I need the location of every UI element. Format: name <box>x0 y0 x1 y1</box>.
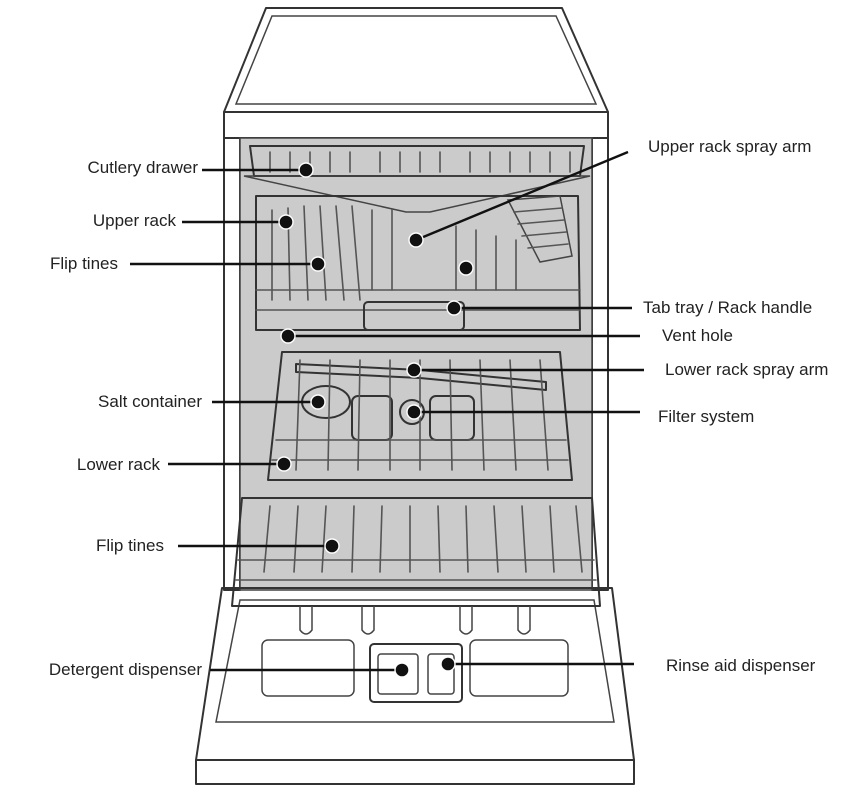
callout-dot-vent-hole <box>280 328 296 344</box>
dishwasher-top-inset <box>234 15 598 105</box>
label-flip-tines-lower: Flip tines <box>96 536 164 555</box>
label-cutlery-drawer: Cutlery drawer <box>87 158 198 177</box>
callout-dot-cutlery-drawer <box>298 162 314 178</box>
label-upper-rack-spray-arm: Upper rack spray arm <box>648 137 811 156</box>
label-lower-rack: Lower rack <box>77 455 161 474</box>
dishwasher-door-inner <box>215 599 615 723</box>
callout-dot-salt-container <box>310 394 326 410</box>
label-filter-system: Filter system <box>658 407 754 426</box>
upper-rack-graphic <box>255 195 581 331</box>
callout-dot-detergent-dispenser <box>394 662 410 678</box>
label-lower-rack-spray-arm: Lower rack spray arm <box>665 360 828 379</box>
dispenser-unit-graphic <box>369 643 463 703</box>
callout-dot-lower-rack-spray-arm <box>406 362 422 378</box>
label-vent-hole: Vent hole <box>662 326 733 345</box>
callout-dot-lower-rack <box>276 456 292 472</box>
callout-dot-tab-tray <box>446 300 462 316</box>
dishwasher-door-edge <box>195 759 635 785</box>
callout-dots <box>276 162 474 678</box>
callout-labels: Cutlery drawer Upper rack Flip tines Sal… <box>49 137 829 679</box>
dishwasher-left-wall <box>223 137 241 591</box>
dishwasher-top-panel <box>223 7 609 113</box>
rack-wheels <box>299 606 531 635</box>
label-rinse-aid-dispenser: Rinse aid dispenser <box>666 656 816 675</box>
label-detergent-dispenser: Detergent dispenser <box>49 660 202 679</box>
door-recess-left <box>261 639 355 697</box>
label-flip-tines-upper: Flip tines <box>50 254 118 273</box>
callout-dot-upper-rack <box>278 214 294 230</box>
callout-dot-upper-rack-spray-arm <box>408 232 424 248</box>
callout-dot-filter-system <box>406 404 422 420</box>
door-recess-right <box>469 639 569 697</box>
label-tab-tray-rack-handle: Tab tray / Rack handle <box>643 298 812 317</box>
callout-dot-flip-tines-lower <box>324 538 340 554</box>
callout-dot-flip-tines-upper <box>310 256 326 272</box>
dishwasher-front-band <box>223 111 609 139</box>
dishwasher-body <box>195 7 635 785</box>
label-upper-rack: Upper rack <box>93 211 177 230</box>
callout-dot-flip-tines-spray <box>458 260 474 276</box>
callout-dot-rinse-aid-dispenser <box>440 656 456 672</box>
leader-lines <box>130 150 644 672</box>
label-salt-container: Salt container <box>98 392 202 411</box>
tab-tray-handle-graphic <box>363 301 465 331</box>
